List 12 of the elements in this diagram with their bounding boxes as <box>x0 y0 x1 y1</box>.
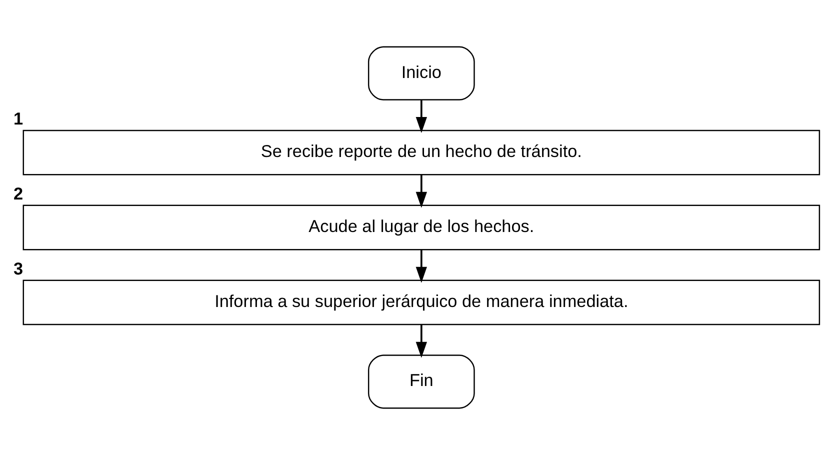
arrow <box>416 100 428 134</box>
arrow <box>416 250 428 283</box>
node-label: 3 <box>14 258 24 278</box>
node-box: Acude al lugar de los hechos. <box>22 204 820 250</box>
node-box: Informa a su superior jerárquico de manera inmediata. <box>22 280 820 326</box>
node-box: Fin <box>368 354 475 409</box>
node-label: 1 <box>14 108 24 129</box>
arrow <box>416 174 428 208</box>
node-label: 2 <box>14 183 24 204</box>
node-box: Inicio <box>368 46 475 100</box>
node-box: Se recibe reporte de un hecho de tránsito. <box>22 130 820 176</box>
arrow <box>416 324 428 358</box>
